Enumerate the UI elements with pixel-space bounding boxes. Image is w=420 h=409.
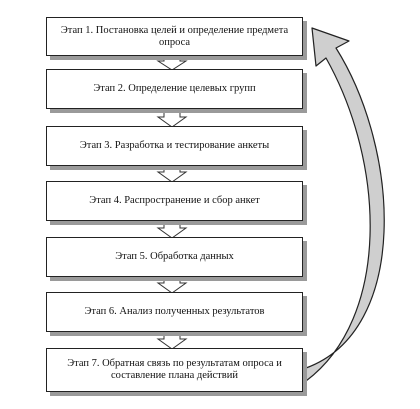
down-arrow-icon bbox=[156, 56, 188, 71]
curved-feedback-arrow-icon bbox=[305, 27, 385, 382]
stage-1-label: Этап 1. Постановка целей и определение п… bbox=[60, 24, 289, 48]
stage-2-box: Этап 2. Определение целевых групп bbox=[46, 69, 303, 109]
stage-4-label: Этап 4. Распространение и сбор анкет bbox=[89, 195, 260, 206]
stage-5-box: Этап 5. Обработка данных bbox=[46, 237, 303, 277]
stage-3-label: Этап 3. Разработка и тестирование анкеты bbox=[79, 140, 270, 151]
stage-3-box: Этап 3. Разработка и тестирование анкеты bbox=[46, 126, 303, 166]
stage-4-box: Этап 4. Распространение и сбор анкет bbox=[46, 181, 303, 221]
stage-7-label: Этап 7. Обратная связь по результатам оп… bbox=[67, 358, 282, 381]
stage-2-label: Этап 2. Определение целевых групп bbox=[93, 83, 256, 94]
stage-7-box: Этап 7. Обратная связь по результатам оп… bbox=[46, 348, 303, 392]
down-arrow-icon bbox=[156, 332, 188, 350]
down-arrow-icon bbox=[156, 222, 188, 239]
down-arrow-icon bbox=[156, 110, 188, 128]
stage-1-box: Этап 1. Постановка целей и определение п… bbox=[46, 17, 303, 56]
down-arrow-icon bbox=[156, 277, 188, 294]
stage-5-label: Этап 5. Обработка данных bbox=[115, 251, 234, 262]
stage-6-box: Этап 6. Анализ полученных результатов bbox=[46, 292, 303, 332]
down-arrow-icon bbox=[156, 166, 188, 183]
stage-6-label: Этап 6. Анализ полученных результатов bbox=[84, 306, 265, 317]
